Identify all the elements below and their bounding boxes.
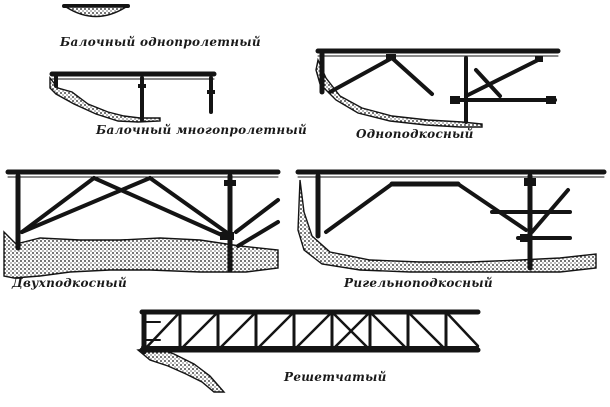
crossbeam-strut-bridge (295, 169, 607, 273)
single-strut-bridge (315, 48, 561, 128)
caption-lattice: Решетчатый (284, 370, 387, 384)
lattice-bridge (136, 309, 481, 393)
caption-beam-multi-span: Балочный многопролетный (96, 123, 307, 137)
caption-crossbeam-strut: Ригельноподкосный (344, 276, 493, 290)
caption-single-strut: Одноподкосный (356, 127, 474, 141)
beam-multi-span-bridge (49, 71, 217, 123)
double-strut-bridge (3, 169, 281, 279)
caption-beam-single-span: Балочный однопролетный (60, 35, 261, 49)
caption-double-strut: Двухподкосный (12, 276, 127, 290)
beam-single-span-bridge (62, 4, 130, 18)
